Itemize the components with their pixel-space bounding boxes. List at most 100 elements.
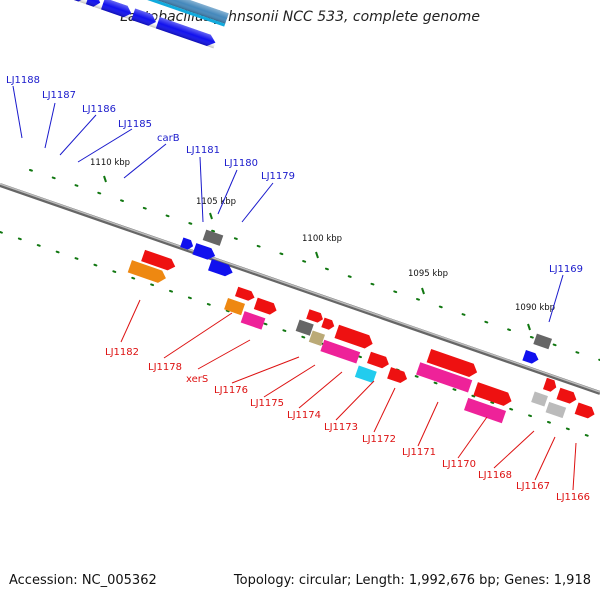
gene-lj1174[interactable] [308, 330, 326, 347]
tick-mark [421, 287, 425, 295]
label-lj1170[interactable]: LJ1170 [442, 459, 476, 470]
scale-ticks: 1110 kbp 1105 kbp 1100 kbp 1095 kbp 1090… [90, 158, 555, 331]
gene-orange[interactable] [127, 260, 168, 285]
callout-line [12, 85, 23, 139]
callout-line [241, 182, 274, 223]
gene-lj1171[interactable] [416, 362, 473, 393]
gene-lj1168[interactable] [531, 391, 548, 407]
label-lj1181[interactable]: LJ1181 [186, 145, 220, 156]
label-lj1186[interactable]: LJ1186 [82, 104, 116, 115]
gene-lj1173[interactable] [320, 339, 361, 364]
gene-lj1176[interactable] [240, 311, 266, 330]
label-lj1175[interactable]: LJ1175 [250, 398, 284, 409]
label-lj1188[interactable]: LJ1188 [6, 75, 40, 86]
tick-mark [527, 323, 531, 331]
tick-label: 1095 kbp [408, 269, 448, 279]
tick-label: 1100 kbp [302, 234, 342, 244]
callout-line [417, 401, 439, 447]
callout-line [123, 143, 167, 179]
callout-line [120, 299, 141, 343]
gene-cluster-1180 [180, 229, 235, 278]
gene-red-arrow[interactable] [321, 317, 336, 331]
tick-label: 1105 kbp [196, 197, 236, 207]
tick-label: 1090 kbp [515, 303, 555, 313]
gene-red-arrow[interactable] [253, 297, 279, 317]
label-lj1174[interactable]: LJ1174 [287, 410, 321, 421]
gene-shading [64, 0, 229, 24]
gene-red-arrow[interactable] [574, 402, 597, 420]
gene-red-arrow[interactable] [334, 324, 374, 351]
gene-lj1181[interactable] [202, 229, 224, 246]
gene-blue-arrow[interactable] [522, 349, 540, 365]
label-lj1173[interactable]: LJ1173 [324, 422, 358, 433]
gene-cluster-1182 [127, 249, 177, 285]
gene-lj1182[interactable] [141, 249, 177, 272]
gene-lj1170[interactable] [464, 397, 507, 424]
callout-line [163, 312, 233, 359]
gene-lj1175[interactable] [295, 319, 314, 336]
tick-mark [103, 175, 107, 183]
label-lj1178[interactable]: LJ1178 [148, 362, 182, 373]
genome-backbone [0, 183, 600, 395]
label-lj1179[interactable]: LJ1179 [261, 171, 295, 182]
plus-strand-labels: LJ1188 LJ1187 LJ1186 LJ1185 carB LJ1181 … [6, 75, 583, 275]
gene-lj1172[interactable] [354, 365, 377, 384]
callout-line [231, 356, 300, 384]
callout-line [217, 169, 238, 215]
gene-lj1169[interactable] [533, 333, 553, 350]
callout-line [59, 114, 97, 156]
gene-blue-arrow[interactable] [180, 237, 195, 251]
label-lj1169[interactable]: LJ1169 [549, 264, 583, 275]
label-lj1185[interactable]: LJ1185 [118, 119, 152, 130]
label-lj1168[interactable]: LJ1168 [478, 470, 512, 481]
plus-strand-genes [55, 0, 553, 365]
gene-cluster-1178 [224, 286, 279, 330]
callout-line [298, 371, 343, 409]
gene-shading [55, 0, 218, 49]
gene-cluster-1171 [416, 349, 513, 424]
gene-red-arrow[interactable] [367, 351, 391, 370]
label-lj1187[interactable]: LJ1187 [42, 90, 76, 101]
callout-line [548, 274, 564, 323]
gene-red-arrow[interactable] [556, 387, 578, 406]
label-lj1171[interactable]: LJ1171 [402, 447, 436, 458]
label-lj1172[interactable]: LJ1172 [362, 434, 396, 445]
label-lj1167[interactable]: LJ1167 [516, 481, 550, 492]
guide-dots-outer [0, 231, 600, 441]
minus-strand-labels: LJ1182 LJ1178 xerS LJ1176 LJ1175 LJ1174 … [105, 347, 590, 503]
tick-mark [315, 251, 319, 259]
gene-red-arrow[interactable] [473, 382, 513, 408]
tick-mark [209, 212, 213, 220]
backbone-highlight [0, 183, 600, 393]
gene-cluster-1169 [522, 333, 553, 365]
gene-lj1178[interactable] [234, 286, 256, 303]
gene-red-arrow[interactable] [306, 309, 324, 324]
callout-line [572, 442, 577, 491]
accession-text: Accession: NC_005362 [9, 573, 157, 588]
label-lj1166[interactable]: LJ1166 [556, 492, 590, 503]
gene-xers[interactable] [224, 297, 246, 316]
gene-red-arrow[interactable] [387, 367, 409, 385]
callout-line [457, 416, 488, 459]
gene-lj1179[interactable] [208, 259, 235, 278]
callout-line [199, 156, 204, 223]
label-xers[interactable]: xerS [186, 374, 208, 385]
genome-summary-text: Topology: circular; Length: 1,992,676 bp… [233, 573, 591, 588]
callout-line [77, 128, 133, 163]
label-carb[interactable]: carB [157, 133, 180, 144]
label-lj1176[interactable]: LJ1176 [214, 385, 248, 396]
gene-red-arrow[interactable] [542, 377, 558, 393]
gene-red-arrow[interactable] [426, 349, 480, 379]
label-lj1180[interactable]: LJ1180 [224, 158, 258, 169]
minus-strand-genes [127, 249, 597, 424]
tick-label: 1110 kbp [90, 158, 130, 168]
callout-line [44, 102, 56, 149]
callout-line [493, 430, 535, 469]
callout-line [197, 339, 251, 370]
gene-cluster-1175 [295, 309, 409, 385]
label-lj1182[interactable]: LJ1182 [105, 347, 139, 358]
callout-lines [12, 85, 577, 491]
gene-lj1167[interactable] [545, 401, 567, 419]
gene-lj1180[interactable] [192, 243, 217, 262]
